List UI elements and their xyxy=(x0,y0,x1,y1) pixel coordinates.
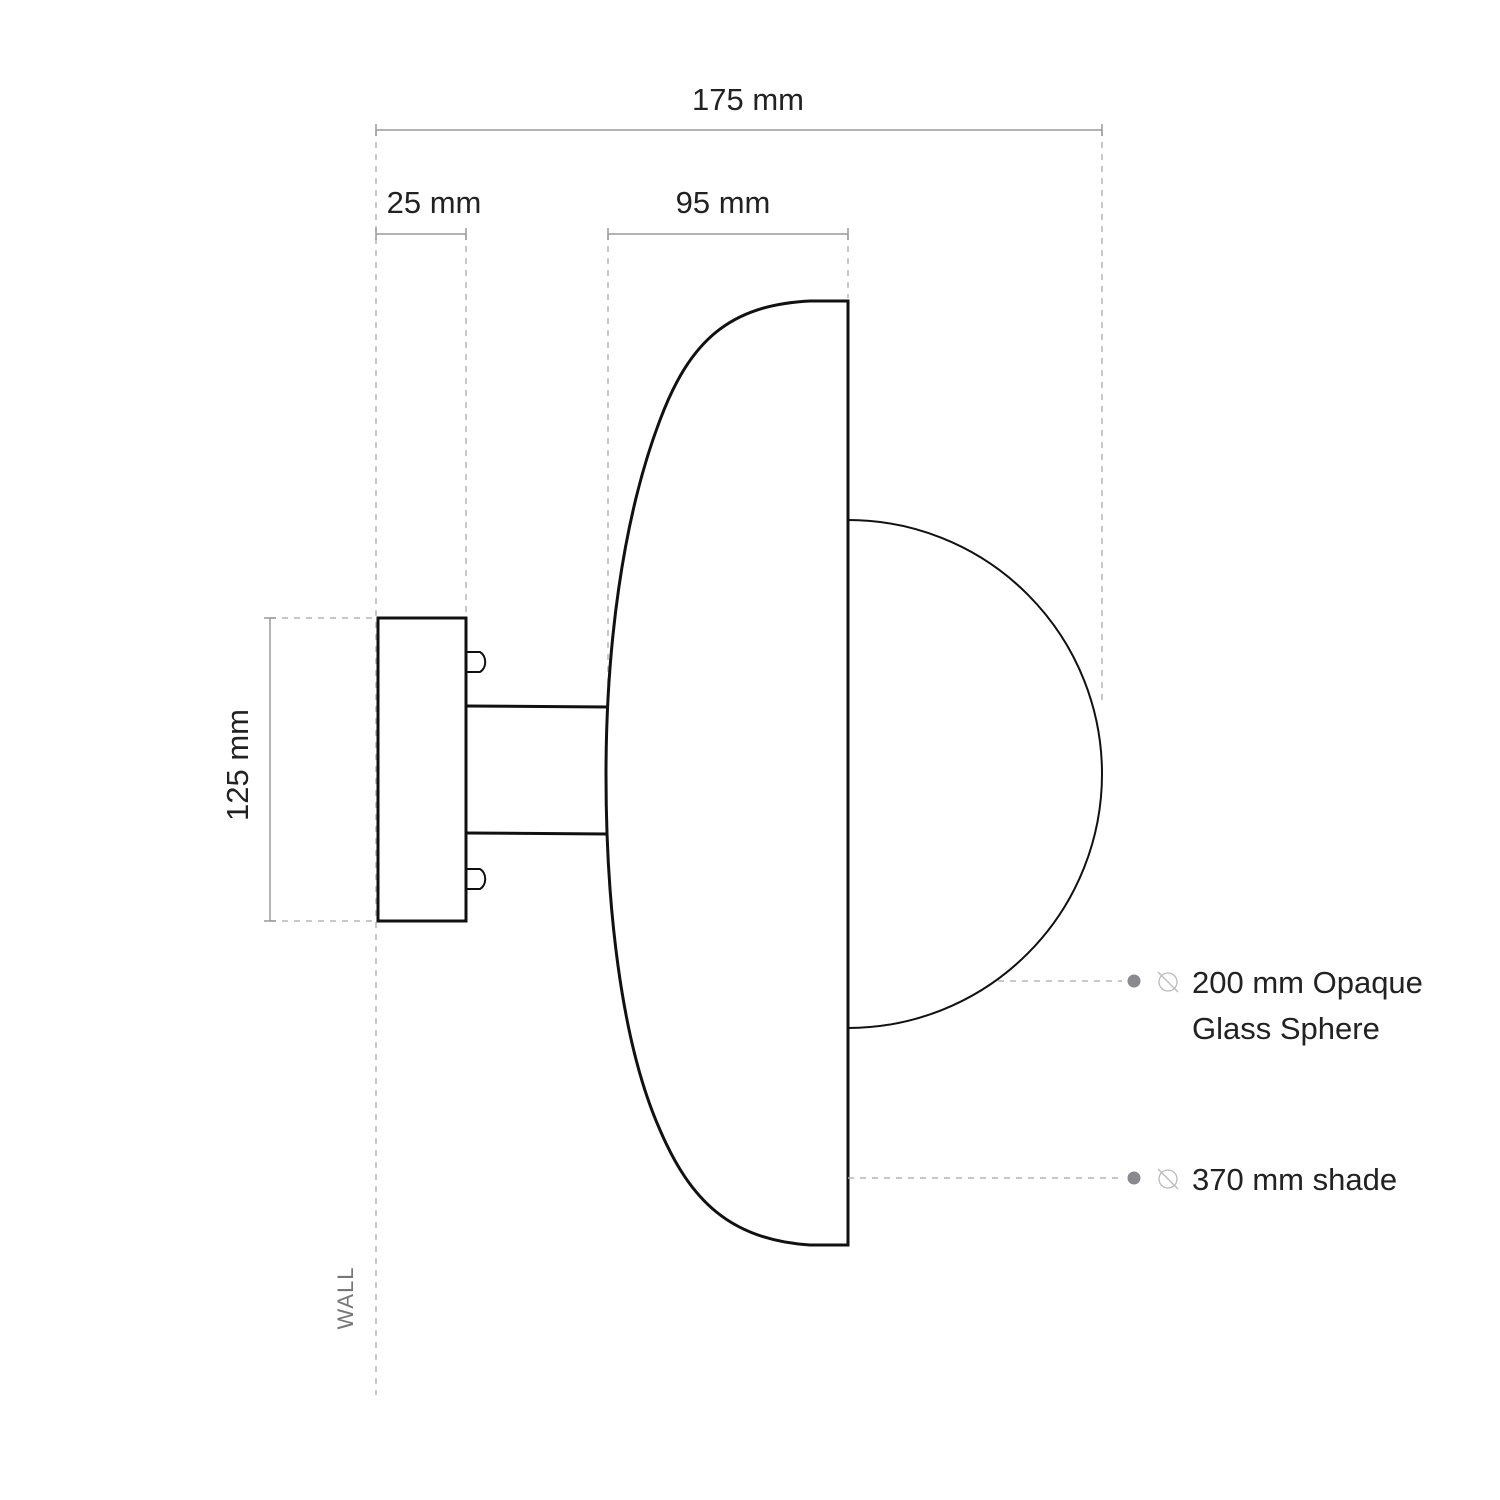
glass-sphere xyxy=(847,519,1103,1029)
callout-shade: 370 mm shade xyxy=(848,1162,1397,1197)
dimension-height: 125 mm xyxy=(220,617,276,922)
overall-depth-label: 175 mm xyxy=(692,82,804,117)
dimension-overall: 175 mm xyxy=(375,82,1103,136)
arm xyxy=(465,704,609,836)
extension-lines xyxy=(270,130,1103,1395)
wall-label: WALL xyxy=(333,1266,358,1329)
diameter-icon xyxy=(1157,1168,1179,1190)
diameter-icon xyxy=(1157,971,1179,993)
shade-label: 370 mm shade xyxy=(1192,1162,1397,1197)
screw-bottom xyxy=(467,868,487,890)
sphere-label-line2: Glass Sphere xyxy=(1192,1011,1380,1046)
dimension-shade: 95 mm xyxy=(607,185,849,240)
backplate-depth-label: 25 mm xyxy=(387,185,482,220)
backplate-height-label: 125 mm xyxy=(220,709,255,821)
dimension-backplate: 25 mm xyxy=(375,185,482,240)
screw-top xyxy=(467,651,487,673)
callout-sphere: 200 mm Opaque Glass Sphere xyxy=(998,965,1423,1046)
backplate xyxy=(376,616,468,923)
lamp-shade xyxy=(604,299,850,1247)
sphere-label-line1: 200 mm Opaque xyxy=(1192,965,1423,1000)
shade-depth-label: 95 mm xyxy=(676,185,771,220)
